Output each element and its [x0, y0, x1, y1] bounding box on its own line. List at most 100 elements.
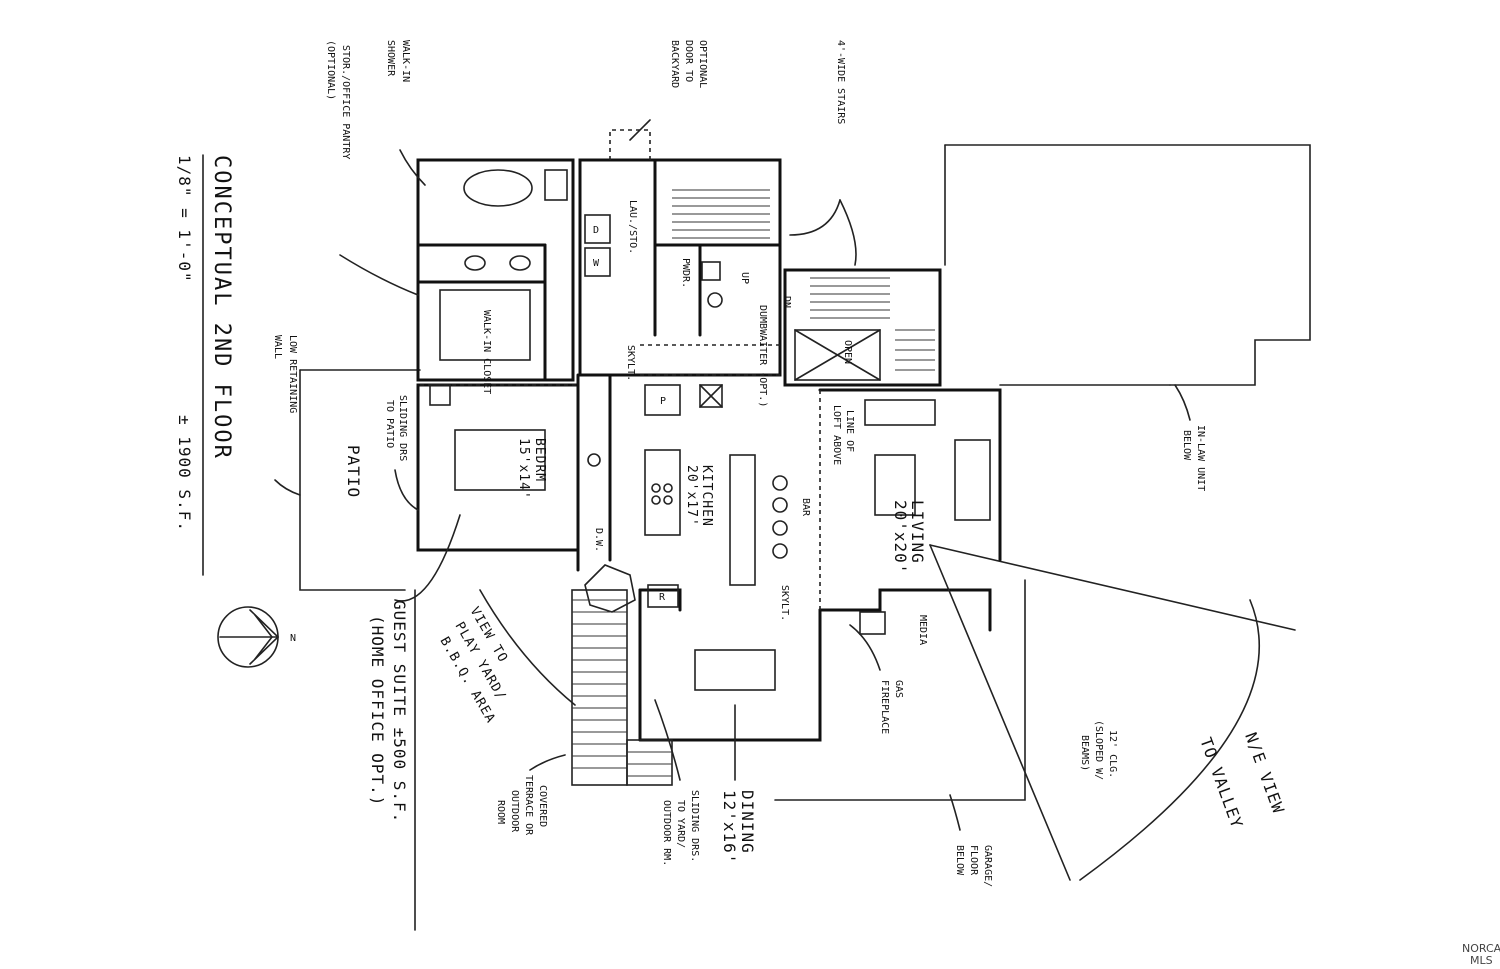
up-label: UP: [739, 272, 750, 284]
ne-view-arc: [1079, 599, 1260, 881]
burner-3: [651, 495, 661, 505]
bar-stool-4: [772, 543, 788, 559]
note-optional-door-3: BACKYARD: [669, 40, 680, 88]
walls: [416, 158, 1002, 742]
note-sliding-yard-3: OUTDOOR RM.: [661, 800, 672, 866]
burner-2: [663, 483, 673, 493]
pwdr-label: PWDR.: [680, 258, 691, 288]
dashed-lines: [420, 129, 821, 610]
nightstand: [429, 384, 451, 406]
leader-inlaw: [1174, 384, 1191, 421]
kitchen-island: [644, 449, 681, 536]
note-storage-office-1: STOR./OFFICE PANTRY: [340, 45, 351, 159]
note-covered-terrace-2: TERRACE OR: [523, 775, 534, 836]
fireplace: [859, 611, 886, 635]
view-lines: [479, 544, 1296, 881]
exterior-stair-outline: [571, 589, 628, 786]
play-yard-arc: [479, 589, 576, 706]
leader-garage: [949, 794, 961, 831]
leader-door: [629, 119, 651, 141]
leader-sliding: [394, 469, 419, 511]
north-arrow-inner: [254, 614, 274, 660]
open-label: OPEN: [842, 340, 853, 364]
kitchen-size: 20'x17': [684, 465, 699, 527]
note-ne-view-1: N/E VIEW: [1241, 730, 1288, 816]
note-ceiling-3: BEAMS): [1079, 735, 1090, 771]
media-walls: [818, 588, 992, 632]
note-guest-suite-2: (HOME OFFICE OPT.): [368, 615, 387, 806]
sofa: [954, 439, 991, 521]
pwdr-sink: [701, 261, 721, 281]
living-size: 20'x20': [891, 500, 910, 574]
dumbwaiter-label: DUMBWAITER (OPT.): [757, 305, 768, 407]
walkin-closet-label: WALK-IN CLOSET: [481, 310, 492, 394]
dining-walls: [638, 608, 822, 742]
stairs: [571, 189, 935, 786]
fridge-wall: [638, 588, 682, 612]
watermark-line1: NORCAL: [1462, 942, 1500, 955]
garage-outline: [774, 579, 1026, 801]
watermark-line2: MLS: [1470, 954, 1493, 967]
leader-pantry: [339, 254, 419, 296]
dn-label: DN: [781, 296, 792, 308]
bar-stool-2: [772, 497, 788, 513]
kitchen-sink: [587, 453, 601, 467]
note-covered-terrace-4: ROOM: [495, 800, 506, 824]
bar-stool-1: [772, 475, 788, 491]
note-loft-2: LOFT ABOVE: [831, 405, 842, 465]
leader-terrace: [529, 754, 566, 771]
patio-outline: [299, 369, 406, 591]
note-inlaw-2: BELOW: [1181, 430, 1192, 461]
note-sliding-patio-2: TO PATIO: [384, 400, 395, 448]
bar-counter: [729, 454, 756, 586]
title-block: CONCEPTUAL 2ND FLOOR 1/8" = 1'-0" ± 1900…: [175, 154, 234, 576]
bedroom-label: BEDRM: [532, 438, 547, 482]
note-loft-1: LINE OF: [844, 410, 855, 452]
patio-label: PATIO: [344, 445, 363, 498]
note-covered-terrace-3: OUTDOOR: [509, 790, 520, 833]
sink-2: [509, 255, 531, 271]
note-walk-in-shower-2: SHOWER: [385, 40, 396, 77]
note-wide-stairs: 4'-WIDE STAIRS: [835, 40, 846, 124]
pantry-label: P: [660, 396, 666, 407]
upper-stair-flight: [672, 189, 770, 239]
note-guest-suite-1: GUEST SUITE ±500 S.F.: [390, 600, 409, 823]
leader-stairs-2: [839, 199, 857, 266]
plan-scale: 1/8" = 1'-0": [175, 155, 194, 283]
note-garage-2: FLOOR: [968, 845, 979, 876]
bathtub: [463, 169, 533, 207]
dishwasher-label: D.W.: [593, 528, 604, 552]
north-arrow: N: [217, 606, 296, 668]
plan-area: ± 1900 S.F.: [175, 415, 194, 532]
refrigerator: [647, 584, 679, 608]
leader-guest: [394, 514, 461, 602]
washer: [584, 247, 611, 277]
note-storage-office-2: (OPTIONAL): [325, 40, 336, 100]
note-ceiling-1: 12' CLG.: [1107, 730, 1118, 778]
note-sliding-patio-1: SLIDING DRS: [397, 395, 408, 461]
ne-view-ray-1: [929, 544, 1071, 881]
site-lines: [299, 144, 1311, 931]
leader-stairs-1: [789, 199, 841, 236]
note-retaining-wall-2: WALL: [272, 335, 283, 359]
burner-1: [651, 483, 661, 493]
leaders: [274, 119, 1191, 831]
watermark: NORCAL MLS: [1462, 942, 1500, 967]
dining-label: DINING: [738, 790, 757, 854]
corner-cabinet: [584, 564, 636, 613]
leader-fireplace: [849, 624, 881, 671]
dryer: [584, 214, 611, 244]
bedroom-walls: [416, 383, 580, 552]
kitchen-label: KITCHEN: [699, 465, 714, 527]
laundry-label: LAU./STO.: [627, 200, 638, 254]
closet-rack: [439, 289, 531, 361]
bed: [454, 429, 546, 491]
toilet: [544, 169, 568, 201]
bar-stool-3: [772, 520, 788, 536]
living-sofa-top: [864, 399, 936, 426]
note-sliding-yard-2: TO YARD/: [675, 800, 686, 848]
note-fireplace-1: GAS: [893, 680, 904, 698]
covered-terrace: [626, 739, 673, 786]
